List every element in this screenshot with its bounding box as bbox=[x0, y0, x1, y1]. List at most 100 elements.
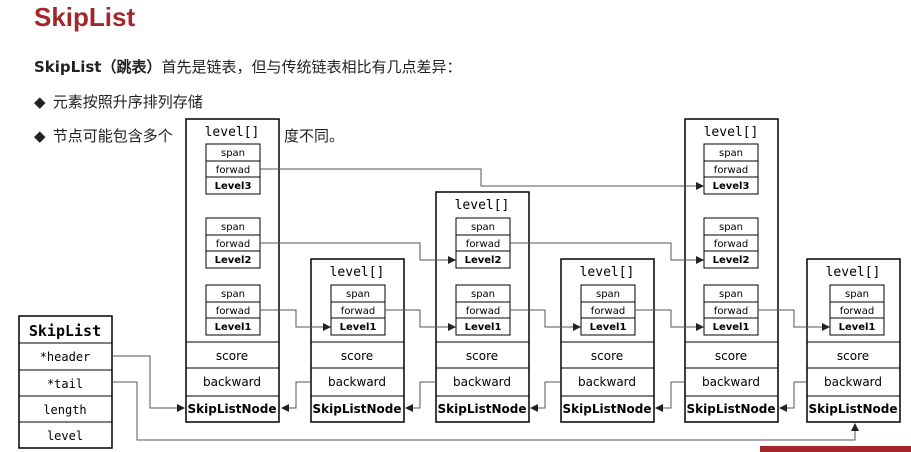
forward-arrow bbox=[510, 242, 704, 264]
length-field: length bbox=[43, 403, 86, 417]
bullet-item-1: ◆ 元素按照升序排列存储 bbox=[34, 91, 203, 112]
bullet-item-2: ◆ 节点可能包含多个度不同。 bbox=[34, 125, 344, 146]
node-type-label: SkipListNode bbox=[687, 402, 776, 416]
backward-label: backward bbox=[578, 375, 636, 389]
backward-arrow bbox=[281, 381, 311, 412]
level-box: span forwad Level1 bbox=[455, 284, 511, 336]
forward-arrow bbox=[260, 168, 704, 190]
bullet-text-1: 元素按照升序排列存储 bbox=[52, 93, 203, 111]
bullet-text-2-tail: 度不同。 bbox=[284, 127, 345, 145]
level-array-label: level[] bbox=[826, 265, 881, 280]
level-box: span forwad Level2 bbox=[205, 217, 261, 269]
forward-label: forwad bbox=[466, 239, 500, 250]
backward-label: backward bbox=[453, 375, 511, 389]
level-name: Level2 bbox=[713, 255, 750, 266]
intro-term: SkipList（跳表） bbox=[34, 58, 162, 76]
node-type-label: SkipListNode bbox=[438, 402, 527, 416]
backward-pointers bbox=[281, 381, 807, 412]
skiplist-node-1: level[] span forwad Level1 score backwar… bbox=[310, 258, 405, 423]
level-box: span forwad Level2 bbox=[455, 217, 511, 269]
span-label: span bbox=[719, 289, 743, 300]
span-label: span bbox=[221, 289, 245, 300]
level-name: Level1 bbox=[340, 322, 377, 333]
diamond-bullet-icon: ◆ bbox=[34, 93, 46, 111]
header-field: *header bbox=[40, 350, 91, 364]
node-type-label: SkipListNode bbox=[809, 402, 898, 416]
tail-pointer-arrow bbox=[112, 381, 859, 441]
level-name: Level1 bbox=[465, 322, 502, 333]
level-name: Level1 bbox=[713, 322, 750, 333]
forward-arrow bbox=[758, 309, 830, 331]
node-type-label: SkipListNode bbox=[313, 402, 402, 416]
tail-field: *tail bbox=[47, 377, 83, 391]
score-label: score bbox=[591, 349, 623, 363]
level-box: span forwad Level1 bbox=[205, 284, 261, 336]
level-box: span forwad Level1 bbox=[703, 284, 759, 336]
backward-label: backward bbox=[328, 375, 386, 389]
level-array-label: level[] bbox=[205, 125, 260, 140]
level-array-label: level[] bbox=[455, 198, 510, 213]
forward-arrow bbox=[385, 309, 456, 331]
forward-label: forwad bbox=[466, 306, 500, 317]
score-label: score bbox=[341, 349, 373, 363]
skiplist-node-0: level[] span forwad Level3 span forwad L… bbox=[185, 118, 280, 423]
level-box: span forwad Level3 bbox=[205, 143, 261, 195]
node-type-label: SkipListNode bbox=[563, 402, 652, 416]
score-label: score bbox=[837, 349, 869, 363]
backward-arrow bbox=[779, 381, 807, 412]
forward-label: forwad bbox=[341, 306, 375, 317]
span-label: span bbox=[221, 222, 245, 233]
backward-label: backward bbox=[203, 375, 261, 389]
level-box: span forwad Level1 bbox=[580, 284, 636, 336]
level-array-label: level[] bbox=[704, 125, 759, 140]
forward-arrow bbox=[635, 309, 704, 331]
level-name: Level2 bbox=[215, 255, 252, 266]
level-name: Level2 bbox=[465, 255, 502, 266]
level-name: Level3 bbox=[215, 181, 252, 192]
level-field: level bbox=[47, 429, 83, 443]
forward-label: forwad bbox=[840, 306, 874, 317]
page-title: SkipList bbox=[34, 2, 136, 32]
header-pointer-arrow bbox=[112, 355, 185, 412]
level-box: span forwad Level1 bbox=[829, 284, 885, 336]
span-label: span bbox=[471, 289, 495, 300]
backward-label: backward bbox=[824, 375, 882, 389]
score-label: score bbox=[216, 349, 248, 363]
span-label: span bbox=[221, 148, 245, 159]
forward-pointers bbox=[260, 168, 830, 331]
forward-label: forwad bbox=[216, 165, 250, 176]
span-label: span bbox=[719, 148, 743, 159]
bullet-text-2: 节点可能包含多个 bbox=[52, 127, 173, 145]
level-name: Level1 bbox=[839, 322, 876, 333]
skiplist-node-4: level[] span forwad Level3 span forwad L… bbox=[684, 118, 779, 423]
node-type-label: SkipListNode bbox=[188, 402, 277, 416]
skiplist-node-3: level[] span forwad Level1 score backwar… bbox=[560, 258, 655, 423]
footer-accent-bar bbox=[760, 446, 911, 452]
level-name: Level1 bbox=[590, 322, 627, 333]
backward-arrow bbox=[405, 381, 436, 412]
span-label: span bbox=[596, 289, 620, 300]
level-array-label: level[] bbox=[580, 265, 635, 280]
skiplist-node-5: level[] span forwad Level1 score backwar… bbox=[806, 258, 901, 423]
score-label: score bbox=[466, 349, 498, 363]
backward-label: backward bbox=[702, 375, 760, 389]
backward-arrow bbox=[530, 381, 561, 412]
span-label: span bbox=[845, 289, 869, 300]
forward-label: forwad bbox=[714, 165, 748, 176]
forward-label: forwad bbox=[216, 306, 250, 317]
backward-arrow bbox=[655, 381, 685, 412]
forward-arrow bbox=[510, 309, 581, 331]
level-name: Level3 bbox=[713, 181, 750, 192]
forward-arrow bbox=[260, 309, 331, 331]
intro-text: SkipList（跳表）首先是链表，但与传统链表相比有几点差异： bbox=[34, 56, 461, 77]
level-box: span forwad Level3 bbox=[703, 143, 759, 195]
list-pointers bbox=[112, 355, 859, 441]
span-label: span bbox=[346, 289, 370, 300]
score-label: score bbox=[715, 349, 747, 363]
span-label: span bbox=[719, 222, 743, 233]
forward-label: forwad bbox=[216, 239, 250, 250]
skiplist-node-2: level[] span forwad Level2 span forwad L… bbox=[435, 191, 530, 423]
level-box: span forwad Level1 bbox=[330, 284, 386, 336]
span-label: span bbox=[471, 222, 495, 233]
